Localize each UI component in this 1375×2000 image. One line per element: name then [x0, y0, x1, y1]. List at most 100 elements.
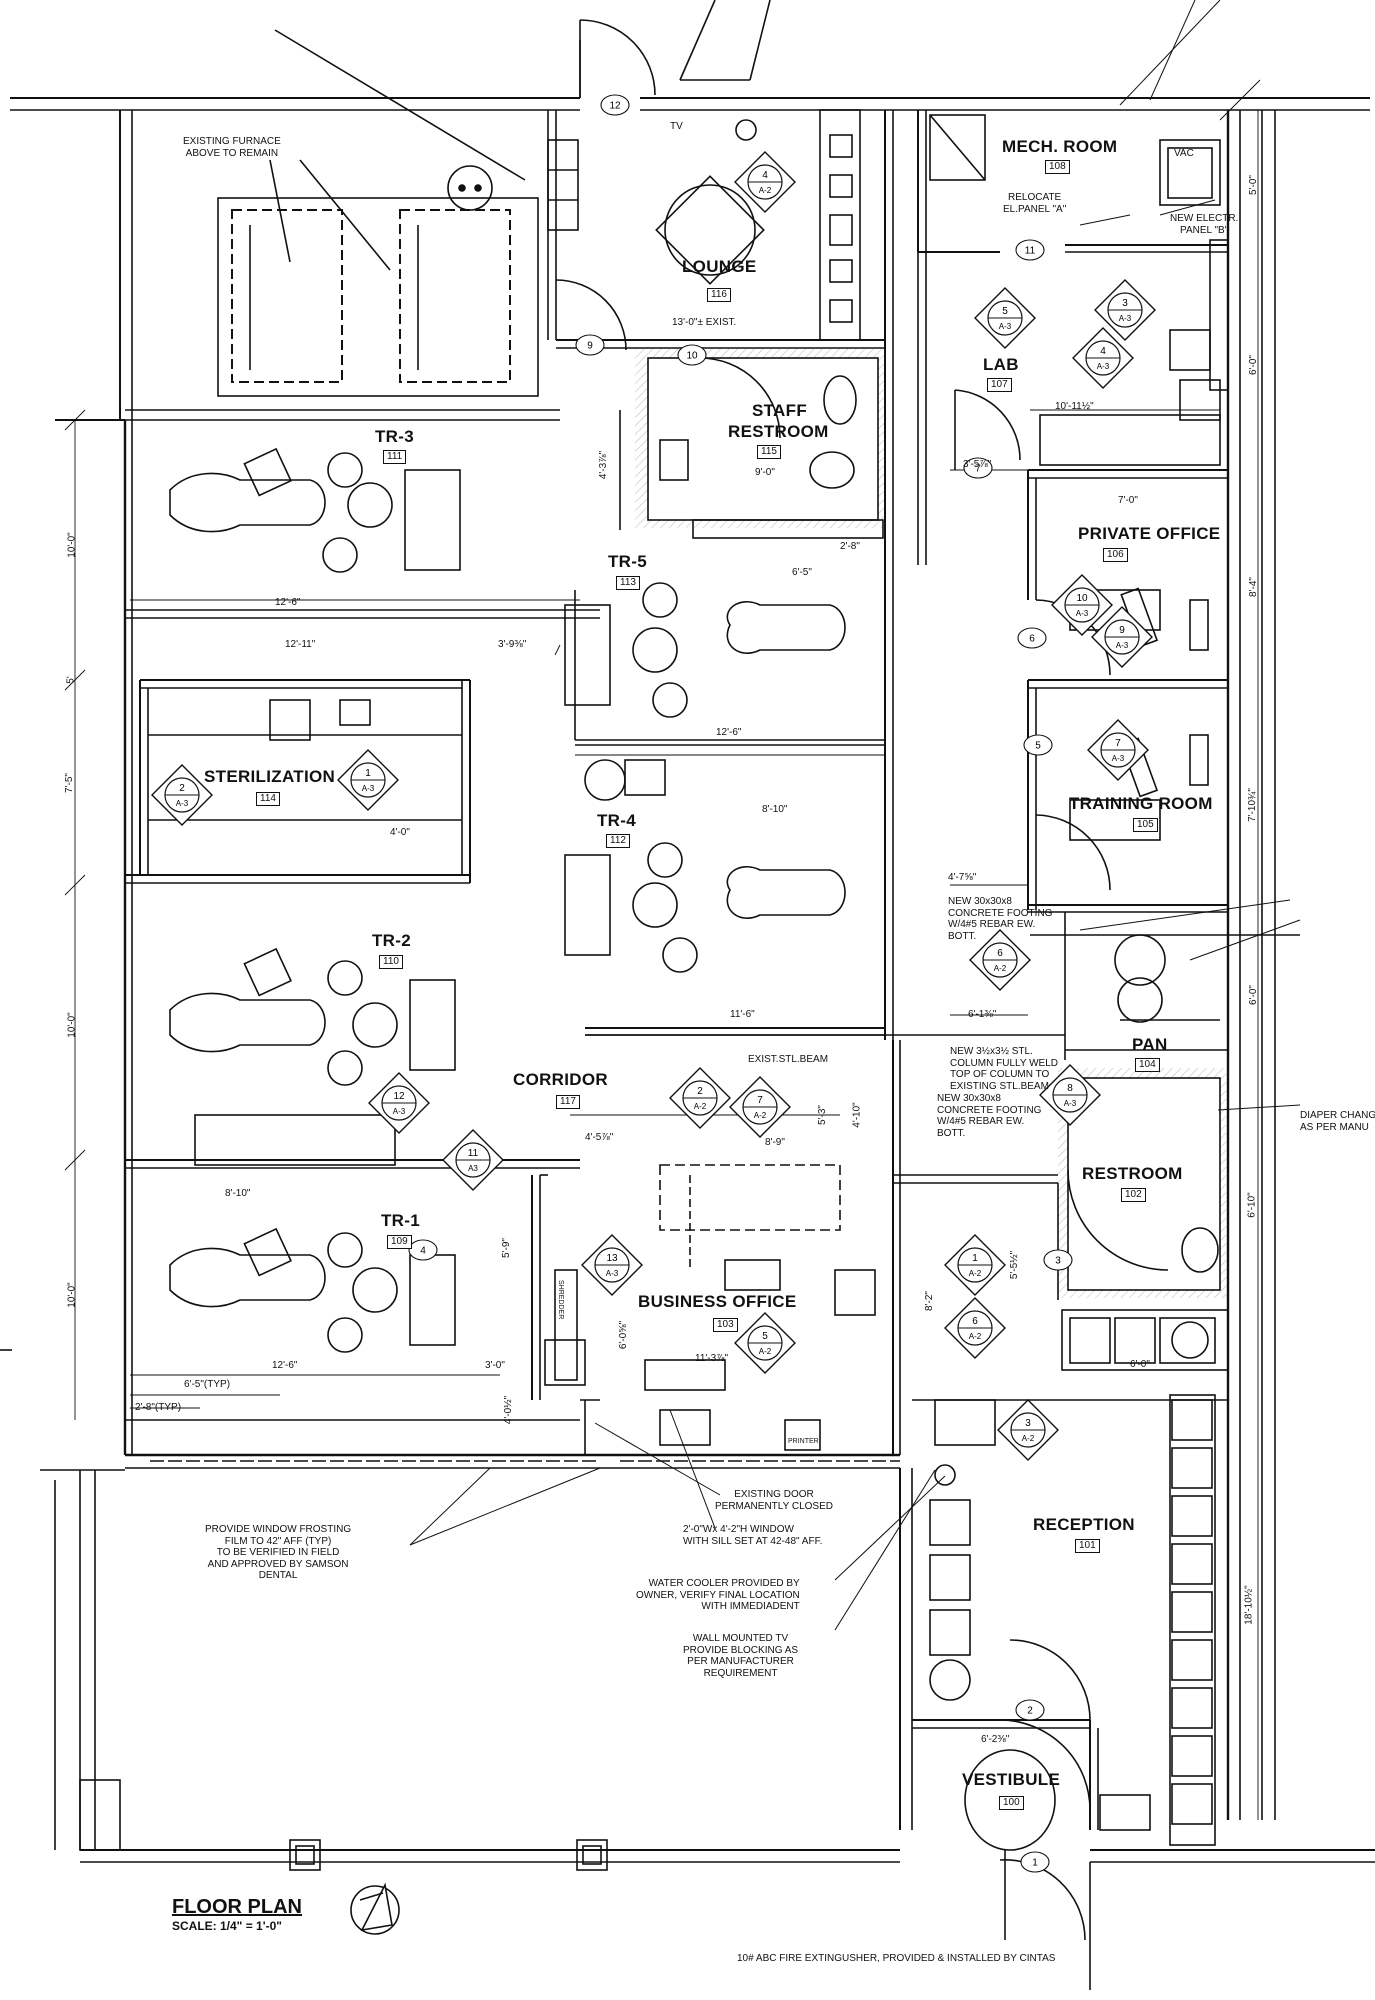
leader-lines: [409, 0, 1301, 1631]
section-marker-sheet: A-3: [1064, 1099, 1077, 1108]
door-tag-number: 4: [420, 1246, 426, 1257]
door-tag: 7: [963, 457, 993, 479]
section-marker-sheet: A-3: [1119, 314, 1132, 323]
section-marker-sheet: A-2: [994, 964, 1007, 973]
section-marker: 6A-2: [969, 929, 1031, 991]
section-marker-id: 2: [697, 1086, 703, 1097]
section-marker-sheet: A-3: [176, 799, 189, 808]
note-vac: VAC: [1174, 148, 1194, 159]
section-marker-id: 7: [757, 1095, 763, 1106]
door-tag-number: 9: [587, 341, 593, 352]
room-restroom-number: 102: [1121, 1188, 1146, 1202]
room-lounge-label: LOUNGE: [682, 257, 757, 276]
section-marker: 1A-3: [337, 749, 399, 811]
section-marker-id: 11: [468, 1148, 479, 1159]
room-sterilization-label: STERILIZATION: [204, 767, 336, 786]
section-marker: 5A-2: [734, 1312, 796, 1374]
room-business-office-label: BUSINESS OFFICE: [638, 1292, 797, 1311]
dim-3-0: 3'-0": [485, 1360, 505, 1371]
dim-12-6c: 12'-6": [272, 1360, 298, 1371]
section-marker: 2A-3: [151, 764, 213, 826]
section-marker: 3A-3: [1094, 279, 1156, 341]
section-marker: 13A-3: [581, 1234, 643, 1296]
note-window: 2'-0"Wx 4'-2"H WINDOW WITH SILL SET AT 4…: [683, 1524, 823, 1547]
section-marker-id: 6: [972, 1316, 978, 1327]
room-vestibule-label: VESTIBULE: [962, 1770, 1061, 1789]
section-marker-id: 12: [393, 1091, 405, 1102]
door-tag: 5: [1023, 734, 1053, 756]
section-marker-sheet: A-2: [754, 1111, 767, 1120]
section-marker: 1A-2: [944, 1234, 1006, 1296]
section-marker: 9A-3: [1091, 606, 1153, 668]
room-mech-label: MECH. ROOM: [1002, 137, 1118, 156]
dim-11-6: 11'-6": [730, 1009, 755, 1020]
section-marker: 8A-3: [1039, 1064, 1101, 1126]
section-marker-sheet: A-2: [759, 1347, 772, 1356]
section-marker-sheet: A-3: [362, 784, 375, 793]
section-marker-sheet: A-3: [1076, 609, 1089, 618]
section-marker-id: 2: [179, 783, 185, 794]
furnace-area: [217, 29, 579, 397]
note-water-cooler: WATER COOLER PROVIDED BY OWNER, VERIFY F…: [636, 1578, 800, 1612]
room-tr4-number: 112: [606, 834, 630, 848]
dim-left-10-0a: 10'-0": [66, 532, 78, 558]
section-markers: 4A-25A-33A-34A-310A-39A-32A-31A-36A-27A-…: [151, 94, 1156, 1873]
section-marker-id: 10: [1076, 593, 1088, 604]
dim-5-3: 5'-3": [816, 1105, 828, 1125]
section-marker-id: 3: [1122, 298, 1128, 309]
mech-lab-walls: [917, 110, 1229, 565]
dim-2-8typ: 2'-8"(TYP): [135, 1402, 182, 1413]
dim-6-2: 6'-2⅜": [981, 1734, 1010, 1745]
note-new-panel: NEW ELECTR. PANEL "B": [1170, 213, 1239, 236]
room-lab-label: LAB: [983, 355, 1019, 374]
dim-6-0a: 6'-0⅝": [618, 1320, 630, 1350]
note-relocate-panel: RELOCATE EL.PANEL "A": [1003, 192, 1067, 215]
section-marker-id: 4: [762, 170, 768, 181]
room-staff-restroom-label: STAFF: [752, 401, 808, 420]
note-furnace: EXISTING FURNACE ABOVE TO REMAIN: [183, 136, 281, 159]
note-beam: EXIST.STL.BEAM: [748, 1054, 829, 1065]
section-marker-sheet: A-3: [999, 322, 1012, 331]
door-tag-number: 12: [609, 101, 621, 112]
dim-8-2: 8'-2": [923, 1291, 935, 1311]
room-tr3-label: TR-3: [375, 427, 414, 446]
section-marker-sheet: A-2: [969, 1269, 982, 1278]
section-marker: 4A-2: [734, 151, 796, 213]
door-tag-number: 7: [975, 464, 981, 475]
door-tag: 11: [1015, 239, 1045, 261]
section-marker-id: 5: [1002, 306, 1008, 317]
door-tag: 3: [1043, 1249, 1073, 1271]
door-tag: 10: [677, 344, 707, 366]
note-frosting: PROVIDE WINDOW FROSTING FILM TO 42" AFF …: [205, 1524, 352, 1581]
room-reception-number: 101: [1075, 1539, 1100, 1553]
note-column: NEW 3½x3½ STL. COLUMN FULLY WELD TOP OF …: [950, 1046, 1058, 1092]
dim-right-6-10: 6'-10": [1246, 1192, 1258, 1218]
door-tag: 9: [575, 334, 605, 356]
dim-8-9: 8'-9": [765, 1137, 785, 1148]
door-tag: 12: [600, 94, 630, 116]
dim-8-10a: 8'-10": [762, 804, 788, 815]
room-tr1-number: 109: [387, 1235, 412, 1249]
business-office-walls: [531, 1034, 1065, 1455]
door-tag: 2: [1015, 1699, 1045, 1721]
room-restroom-label: RESTROOM: [1082, 1164, 1183, 1183]
section-marker-id: 6: [997, 948, 1003, 959]
drawing-scale: SCALE: 1/4" = 1'-0": [172, 1919, 282, 1933]
section-marker: 7A-3: [1087, 719, 1149, 781]
dim-6-5typ: 6'-5"(TYP): [184, 1379, 231, 1390]
section-marker-id: 1: [365, 768, 371, 779]
section-marker-id: 3: [1025, 1418, 1031, 1429]
dim-right-6-0b: 6'-0": [1247, 985, 1259, 1005]
room-tr1-label: TR-1: [381, 1211, 420, 1230]
section-marker: 7A-2: [729, 1076, 791, 1138]
section-marker-sheet: A-3: [606, 1269, 619, 1278]
room-vestibule-number: 100: [999, 1796, 1024, 1810]
dim-left-10-0b: 10'-0": [66, 1012, 78, 1038]
note-extinguisher: 10# ABC FIRE EXTINGUSHER, PROVIDED & INS…: [737, 1953, 1056, 1964]
dim-5-5: 5'-5½": [1009, 1250, 1021, 1280]
dim-right-6-0: 6'-0": [1247, 355, 1259, 375]
dim-right-18-10: 18'-10½": [1243, 1585, 1255, 1625]
reception-walls: [912, 1394, 1228, 1990]
